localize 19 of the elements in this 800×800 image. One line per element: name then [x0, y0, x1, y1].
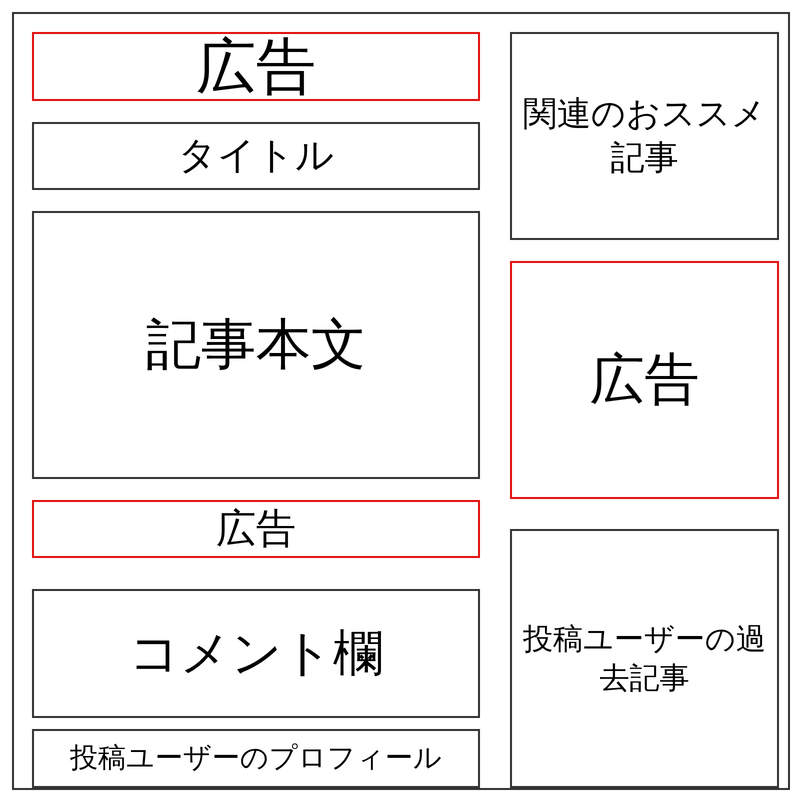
page-frame: [12, 12, 790, 790]
related-articles-panel: [510, 32, 779, 240]
related-articles-label: 関連のおススメ記事: [522, 92, 767, 180]
article-body-panel: [32, 211, 480, 479]
ad-panel: [32, 500, 480, 558]
ad-label: 広告: [195, 30, 317, 104]
ad-label: 広告: [588, 346, 700, 414]
comment-label: コメント欄: [128, 623, 384, 684]
past-articles-label: 投稿ユーザーの過去記事: [522, 620, 767, 698]
article-body-label: 記事本文: [145, 311, 367, 378]
ad-label: 広告: [215, 505, 297, 554]
ad-panel: [32, 32, 480, 101]
ad-panel: [510, 261, 779, 499]
profile-label: 投稿ユーザーのプロフィール: [69, 740, 443, 776]
comment-panel: [32, 589, 480, 718]
title-panel: [32, 122, 480, 190]
past-articles-panel: [510, 529, 779, 788]
profile-panel: [32, 729, 480, 788]
title-label: タイトル: [177, 132, 335, 180]
